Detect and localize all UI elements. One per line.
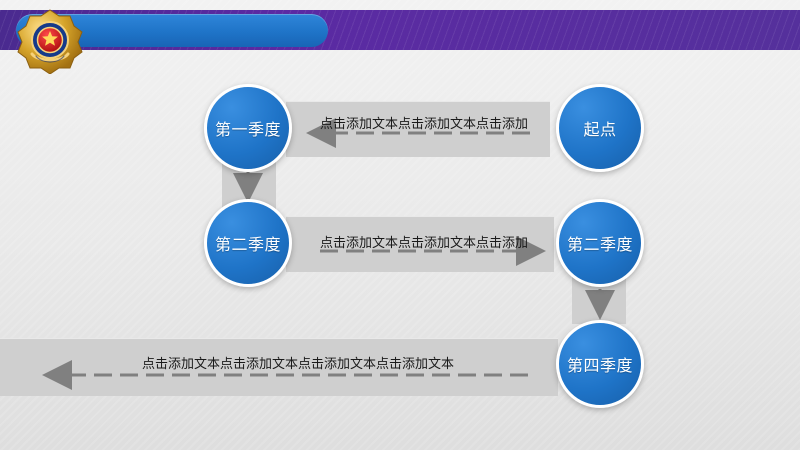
- top-band-text: 点击添加文本点击添加文本点击添加: [320, 117, 529, 132]
- bottom-band: [0, 338, 558, 396]
- q4-node[interactable]: 第四季度: [556, 320, 644, 408]
- q1-node[interactable]: 第一季度: [204, 84, 292, 172]
- q3-node[interactable]: 第二季度: [556, 199, 644, 287]
- middle-band-text: 点击添加文本点击添加文本点击添加: [320, 236, 529, 251]
- police-emblem-icon: [14, 6, 86, 75]
- bottom-band-text: 点击添加文本点击添加文本点击添加文本点击添加文本: [142, 357, 455, 372]
- middle-band: [286, 216, 554, 272]
- start-node[interactable]: 起点: [556, 84, 644, 172]
- q2-node[interactable]: 第二季度: [204, 199, 292, 287]
